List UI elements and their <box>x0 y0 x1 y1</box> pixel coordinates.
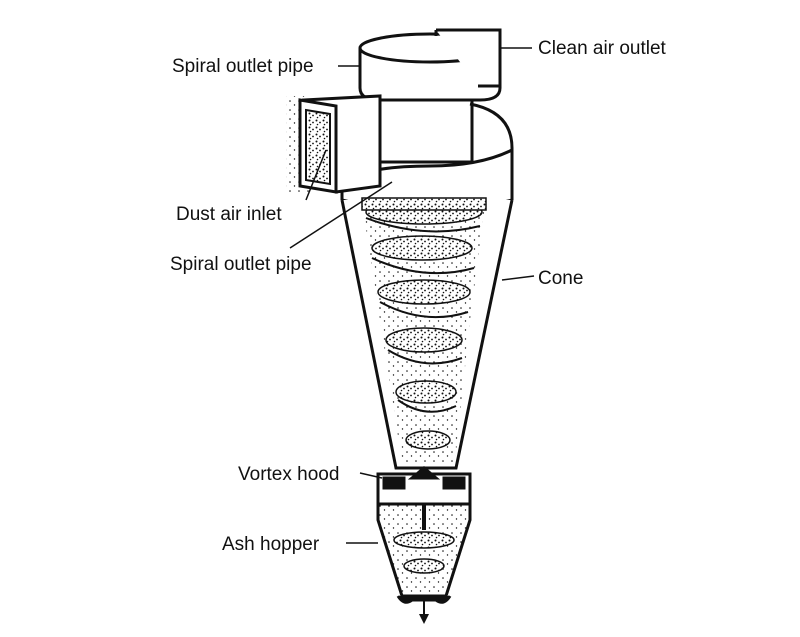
label-cone: Cone <box>538 269 583 288</box>
label-spiral-outlet-pipe-mid: Spiral outlet pipe <box>170 255 312 274</box>
leader-cone <box>502 276 534 280</box>
vortex-hood-shape <box>378 468 470 504</box>
label-dust-air-inlet: Dust air inlet <box>176 205 282 224</box>
label-vortex-hood: Vortex hood <box>238 465 339 484</box>
discharge-arrow <box>419 600 429 624</box>
clean-air-outlet-shape <box>360 30 500 100</box>
dust-air-inlet-shape <box>300 96 380 192</box>
ash-hopper-shape <box>378 504 470 602</box>
label-spiral-outlet-pipe-top: Spiral outlet pipe <box>172 57 314 76</box>
label-clean-air-outlet: Clean air outlet <box>538 39 666 58</box>
spiral-outlet-pipe-shape <box>380 100 472 162</box>
label-ash-hopper: Ash hopper <box>222 535 319 554</box>
